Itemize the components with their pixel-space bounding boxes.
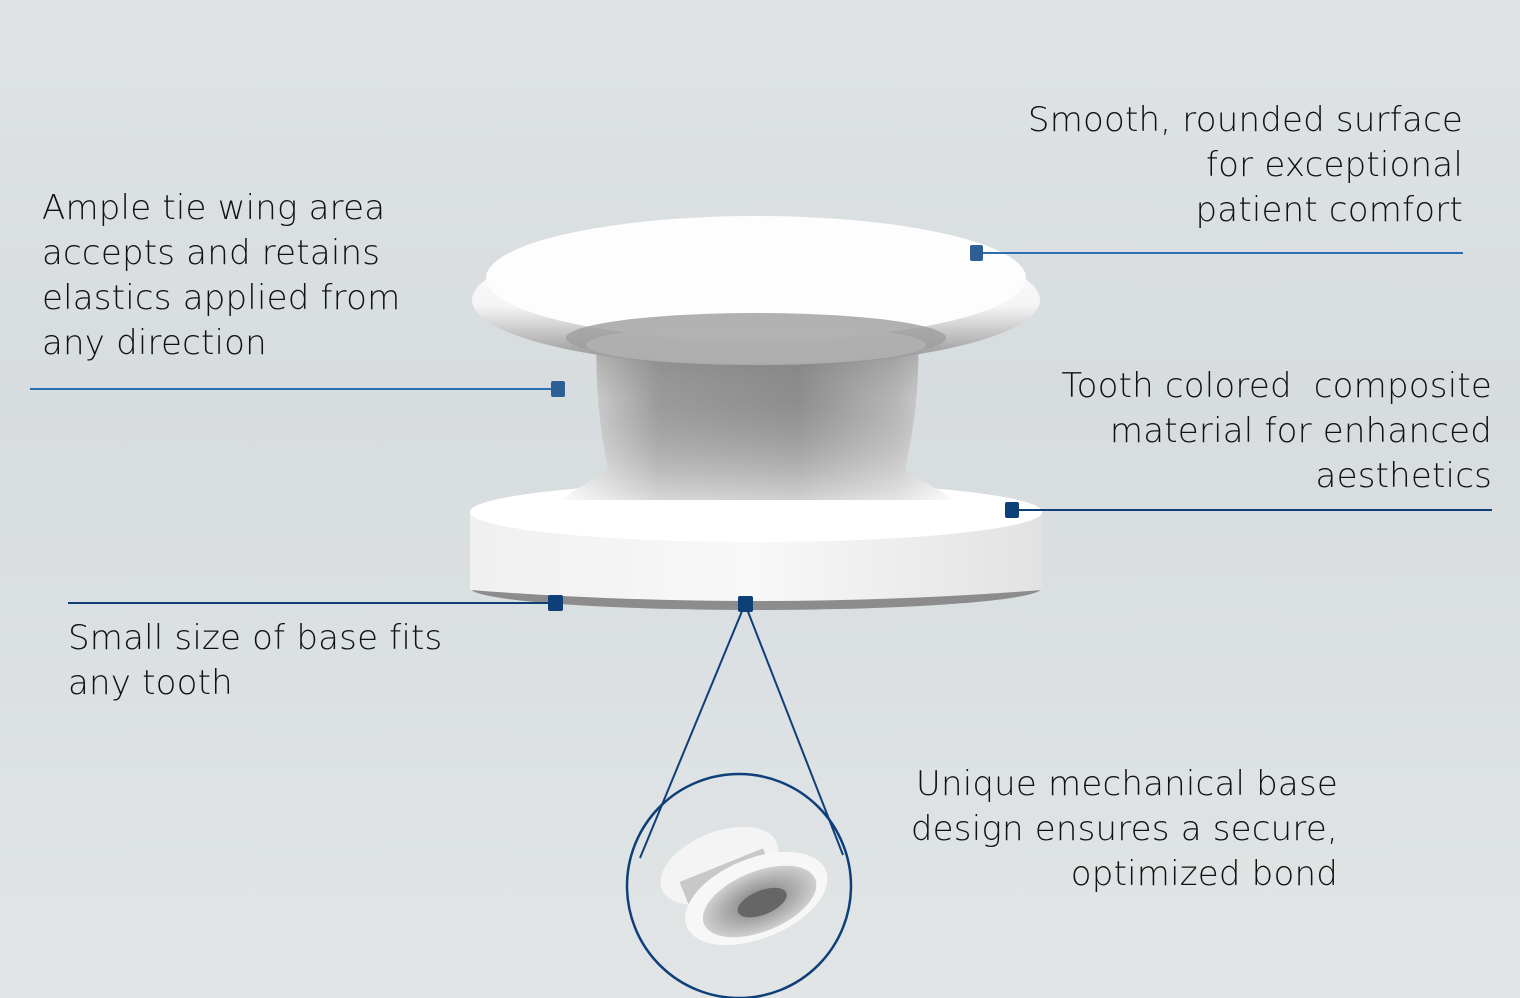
callout-top-right: Smooth, rounded surface for exceptional … [1028,98,1463,233]
callout-line: any tooth [68,663,233,703]
callout-bottom-left: Small size of base fits any tooth [68,616,442,706]
marker-bottom-center [738,596,753,612]
callout-line: aesthetics [1315,456,1492,496]
callout-markers [548,245,1019,612]
marker-top-left [551,381,565,397]
callout-line: Smooth, rounded surface [1027,100,1463,140]
callout-line: Tooth colored composite [1061,366,1492,406]
callout-line: any direction [42,323,267,363]
marker-mid-right [1005,502,1019,518]
marker-top-right [970,245,983,261]
callout-line: material for enhanced [1109,411,1492,451]
callout-line: Unique mechanical base [915,764,1338,804]
bracket-illustration [470,216,1042,610]
marker-bottom-left [548,595,563,611]
leader-lines [30,252,1492,859]
callout-bottom-right: Unique mechanical base design ensures a … [911,762,1338,897]
magnified-inset [625,772,853,998]
callout-line: for exceptional [1205,145,1463,185]
callout-mid-right: Tooth colored composite material for enh… [1061,364,1492,499]
callout-line: design ensures a secure, [910,809,1338,849]
callout-line: elastics applied from [42,278,401,318]
callout-line: accepts and retains [42,233,381,273]
callout-top-left: Ample tie wing area accepts and retains … [42,186,400,366]
callout-line: Ample tie wing area [42,188,386,228]
callout-line: Small size of base fits [68,618,443,658]
callout-line: patient comfort [1195,190,1463,230]
callout-line: optimized bond [1070,854,1338,894]
